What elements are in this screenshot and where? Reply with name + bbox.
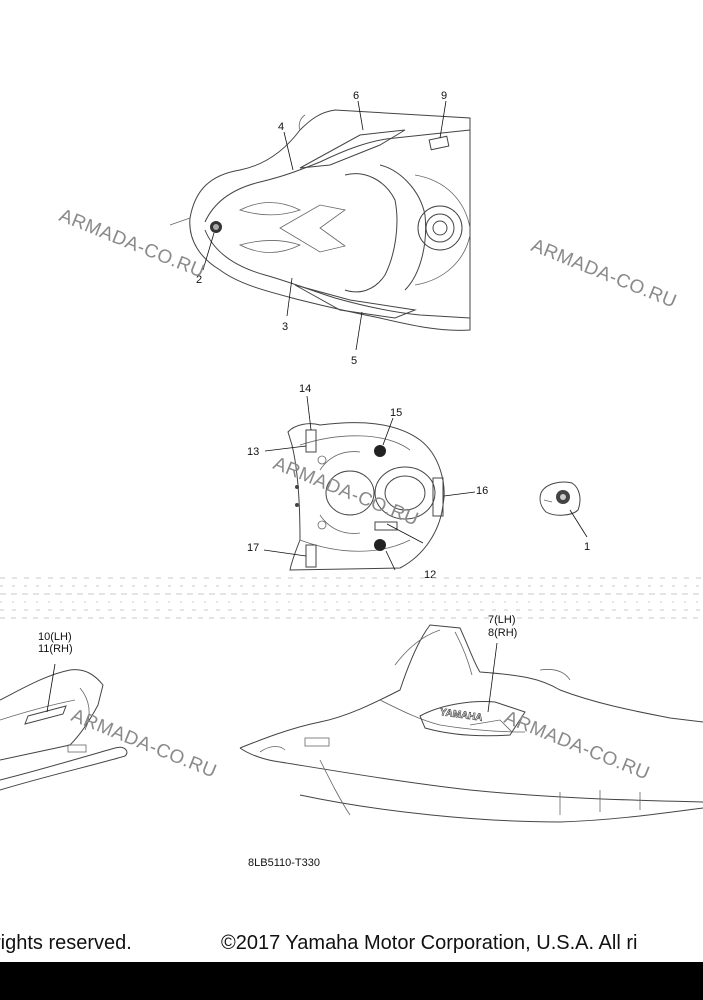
- scan-artifact-band: [0, 577, 703, 619]
- callout-13: 13: [247, 446, 259, 458]
- top-callouts: 6 9 4 2 3 5: [196, 90, 447, 367]
- footer: rights reserved. ©2017 Yamaha Motor Corp…: [0, 928, 703, 960]
- watermark: ARMADA-CO.RU: [501, 707, 652, 784]
- key-fob: [539, 481, 581, 516]
- callout-16: 16: [476, 485, 488, 497]
- callout-3: 3: [282, 321, 288, 333]
- callout-8-rh: 8(RH): [488, 627, 517, 639]
- top-deck-view: [169, 109, 471, 331]
- copyright-left: rights reserved.: [0, 932, 132, 954]
- watermark: ARMADA-CO.RU: [528, 235, 679, 312]
- callout-6: 6: [353, 90, 359, 102]
- callout-2: 2: [196, 274, 202, 286]
- diagram-code: 8LB5110-T330: [248, 857, 320, 869]
- copyright-right: ©2017 Yamaha Motor Corporation, U.S.A. A…: [221, 932, 638, 954]
- callout-15: 15: [390, 407, 402, 419]
- callout-14: 14: [299, 383, 311, 395]
- callout-5: 5: [351, 355, 357, 367]
- callout-12: 12: [424, 569, 436, 581]
- watermarks: ARMADA-CO.RU ARMADA-CO.RU ARMADA-CO.RU A…: [56, 205, 679, 784]
- callout-7-lh: 7(LH): [488, 614, 516, 626]
- callout-1: 1: [584, 541, 590, 553]
- yamaha-decal-text: YAMAHA: [439, 707, 483, 724]
- rear-deck-view: [287, 422, 445, 571]
- left-side-view: 10(LH) 11(RH): [0, 631, 128, 791]
- callout-10-lh: 10(LH): [38, 631, 72, 643]
- bottom-black-bar: [0, 962, 703, 1000]
- middle-callouts: 14 15 13 16 1 17 12: [247, 383, 590, 581]
- callout-4: 4: [278, 121, 284, 133]
- watermark: ARMADA-CO.RU: [270, 453, 421, 530]
- callout-9: 9: [441, 90, 447, 102]
- watermark: ARMADA-CO.RU: [56, 205, 207, 282]
- callout-17: 17: [247, 542, 259, 554]
- callout-11-rh: 11(RH): [38, 643, 73, 655]
- watermark: ARMADA-CO.RU: [68, 705, 219, 782]
- right-side-view: YAMAHA 7(LH) 8(RH): [239, 614, 703, 823]
